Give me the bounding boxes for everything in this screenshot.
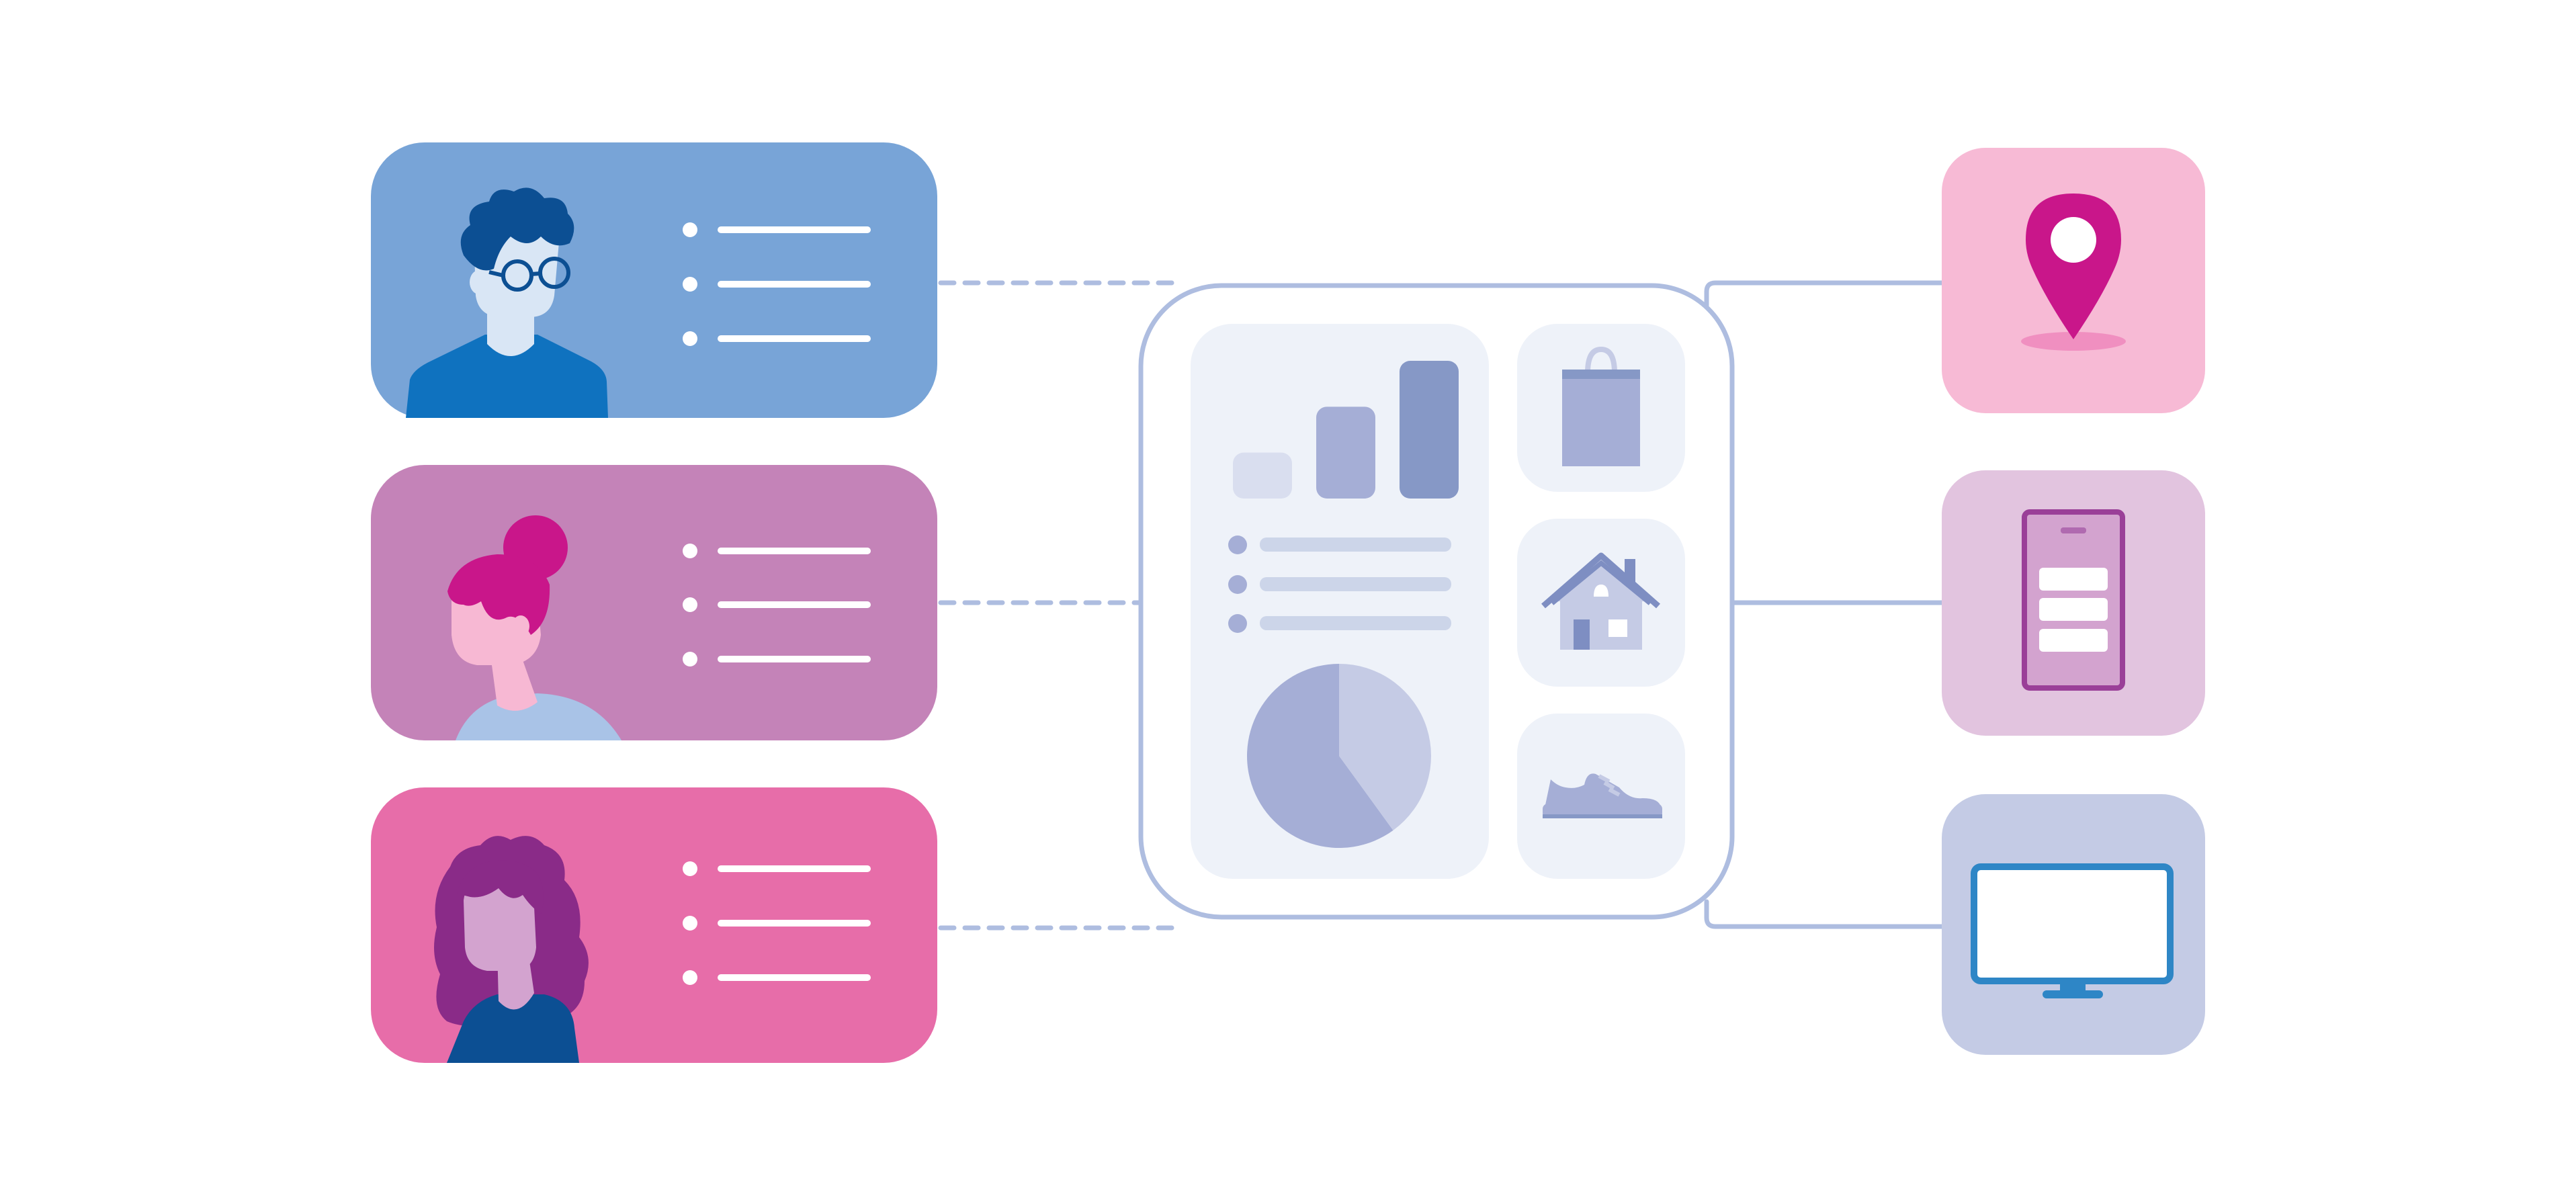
channel-mobile (1942, 470, 2205, 736)
woman-with-bun-avatar (447, 515, 621, 740)
connector-channel-3 (1704, 899, 1944, 929)
shopping-bag-icon (1562, 346, 1640, 466)
list-line (718, 548, 871, 554)
profile-card-woman-curly (371, 787, 937, 1063)
list-bullet (1228, 535, 1247, 554)
avatar-hair-front (457, 860, 544, 914)
bar-chart (1233, 361, 1459, 499)
bar-2 (1316, 406, 1375, 499)
phone-row (2039, 598, 2108, 621)
category-footwear (1517, 714, 1685, 879)
list-line (718, 281, 871, 288)
location-pin-icon (2021, 194, 2126, 351)
dashed-connectors (938, 280, 1175, 931)
phone-row (2039, 629, 2108, 652)
phone-row (2039, 568, 2108, 591)
profile-card-man (371, 142, 937, 418)
house-icon (1541, 552, 1660, 650)
monitor-base (2043, 990, 2103, 998)
pie-chart (1247, 664, 1431, 849)
connectors (938, 280, 1944, 931)
channel-location (1942, 148, 2205, 413)
hub-list (1228, 535, 1451, 633)
list-bullet (683, 597, 697, 612)
avatar-ear (470, 270, 488, 294)
avatar-shirt (447, 994, 579, 1063)
profile-list (683, 222, 871, 346)
monitor-stand (2060, 981, 2086, 993)
avatar-ear (512, 615, 529, 637)
list-bullet (683, 916, 697, 931)
avatar-hair (460, 187, 574, 271)
bar-1 (1233, 452, 1292, 499)
list-line (1260, 616, 1451, 630)
avatar-ear (516, 911, 532, 933)
list-line (1260, 577, 1451, 591)
desktop-monitor-icon (1971, 863, 2174, 998)
woman-curly-hair-avatar (434, 836, 589, 1063)
profile-list (683, 861, 871, 985)
glasses-icon (488, 257, 570, 292)
list-bullet (683, 970, 697, 985)
pin-body (2026, 194, 2121, 339)
smartphone-icon (2022, 509, 2125, 691)
avatar-sweater (456, 693, 621, 740)
list-line (718, 974, 871, 981)
profile-list (683, 544, 871, 666)
list-bullet (683, 861, 697, 876)
list-line (718, 865, 871, 872)
list-bullet (683, 652, 697, 666)
list-line (718, 226, 871, 233)
monitor-screen (1971, 863, 2174, 984)
avatar-hair (447, 554, 550, 635)
pie-slice-2 (1339, 664, 1431, 830)
list-bullet (683, 222, 697, 237)
list-bullet (683, 331, 697, 346)
avatar-shirt (406, 335, 608, 418)
man-with-glasses-avatar (406, 187, 608, 418)
solid-connectors (1704, 280, 1944, 929)
pin-shadow (2021, 332, 2126, 351)
pin-hole (2051, 217, 2096, 263)
bar-3 (1400, 361, 1459, 499)
list-line (718, 656, 871, 662)
list-bullet (683, 277, 697, 292)
category-shopping (1517, 324, 1685, 492)
channel-desktop (1942, 794, 2205, 1055)
list-bullet (683, 544, 697, 558)
avatar-face (464, 873, 536, 971)
list-bullet (1228, 614, 1247, 633)
list-line (718, 335, 871, 342)
list-line (718, 601, 871, 608)
list-line (718, 920, 871, 927)
analytics-hub (1138, 283, 1735, 920)
profile-card-woman-bun (371, 465, 937, 740)
list-line (1260, 538, 1451, 552)
sneaker-icon (1543, 773, 1662, 818)
pie-slice-1 (1247, 664, 1393, 849)
connector-channel-1 (1704, 280, 1944, 308)
phone-speaker (2061, 527, 2086, 533)
category-home (1517, 519, 1685, 687)
list-bullet (1228, 575, 1247, 594)
